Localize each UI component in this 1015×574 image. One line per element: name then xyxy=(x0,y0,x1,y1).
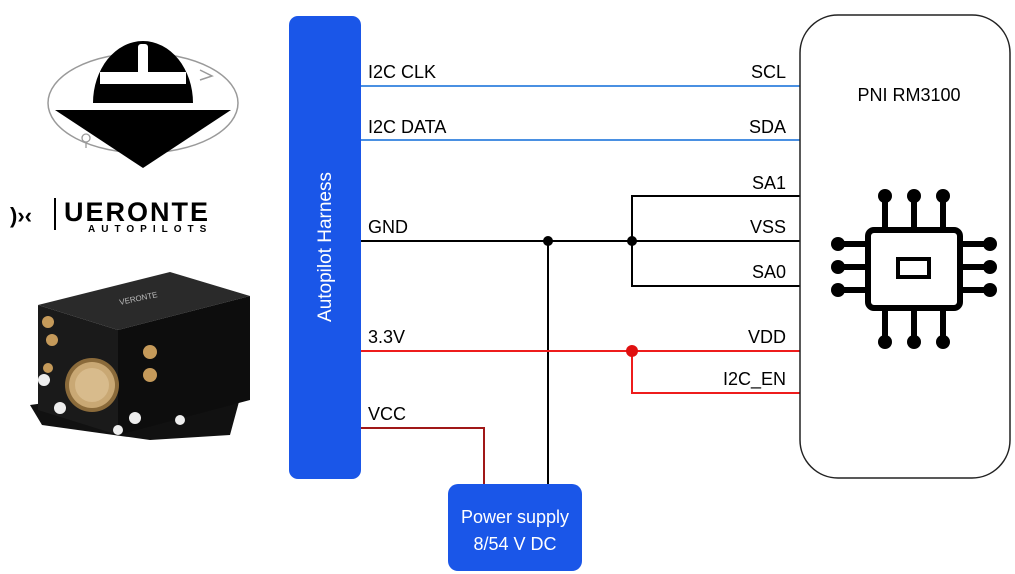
label-i2c-clk: I2C CLK xyxy=(368,62,436,82)
wire-3v3 xyxy=(361,350,800,394)
harness-label: Autopilot Harness xyxy=(315,172,336,322)
pin-vss: VSS xyxy=(750,217,786,237)
veronte-wordmark: )›‹ UERONTE AUTOPILOTS xyxy=(10,197,212,235)
power-supply-line2: 8/54 V DC xyxy=(473,534,556,554)
label-3v3: 3.3V xyxy=(368,327,405,347)
power-supply-line1: Power supply xyxy=(461,507,569,527)
pin-scl: SCL xyxy=(751,62,786,82)
wire-gnd xyxy=(361,195,800,486)
chip-icon xyxy=(831,189,997,349)
veronte-logo-icon xyxy=(47,41,239,168)
wire-vcc xyxy=(361,427,485,486)
label-i2c-data: I2C DATA xyxy=(368,117,446,137)
pin-sa0: SA0 xyxy=(752,262,786,282)
autopilot-harness xyxy=(289,16,361,479)
pin-sa1: SA1 xyxy=(752,173,786,193)
power-supply-box xyxy=(448,484,582,571)
pin-sda: SDA xyxy=(749,117,786,137)
vss-junction-dot xyxy=(627,236,637,246)
pin-vdd: VDD xyxy=(748,327,786,347)
gnd-junction-dot xyxy=(543,236,553,246)
label-vcc: VCC xyxy=(368,404,406,424)
autopilot-device-icon: VERONTE xyxy=(30,272,250,440)
brand-name: UERONTE xyxy=(64,197,210,227)
pin-i2c-en: I2C_EN xyxy=(723,369,786,390)
label-gnd: GND xyxy=(368,217,408,237)
brand-tagline: AUTOPILOTS xyxy=(88,224,212,235)
vdd-junction-dot xyxy=(626,345,638,357)
svg-text:)›‹: )›‹ xyxy=(10,203,32,228)
sensor-name: PNI RM3100 xyxy=(857,85,960,105)
